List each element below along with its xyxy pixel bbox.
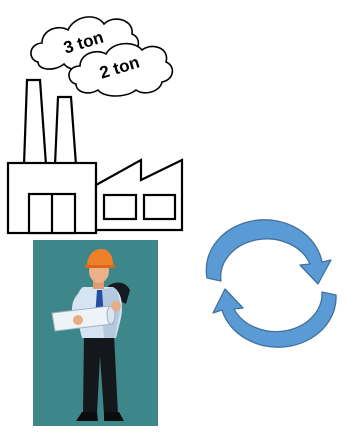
engineer-hand-left	[73, 315, 83, 325]
emission-cloud-bottom: 2 ton	[68, 42, 174, 97]
engineer-icon	[33, 240, 158, 426]
engineer-trousers	[83, 335, 118, 414]
engineer-shoe-left	[76, 412, 98, 421]
cloud-bottom-shape	[68, 42, 174, 97]
engineer-shoe-right	[104, 412, 124, 421]
engineer-hand-right	[111, 301, 121, 311]
engineer-neck	[93, 278, 104, 289]
factory-chimney-left	[22, 78, 48, 167]
factory-window-right	[142, 193, 177, 221]
cycle-arrow-top	[205, 219, 332, 285]
factory-icon	[6, 78, 184, 235]
factory-window-left	[102, 193, 138, 221]
cycle-arrows-icon	[205, 219, 337, 348]
hard-hat-brim	[85, 265, 115, 268]
hard-hat-icon	[86, 249, 115, 268]
factory-chimney-right	[53, 95, 78, 167]
cycle-arrow-bottom	[212, 288, 337, 348]
